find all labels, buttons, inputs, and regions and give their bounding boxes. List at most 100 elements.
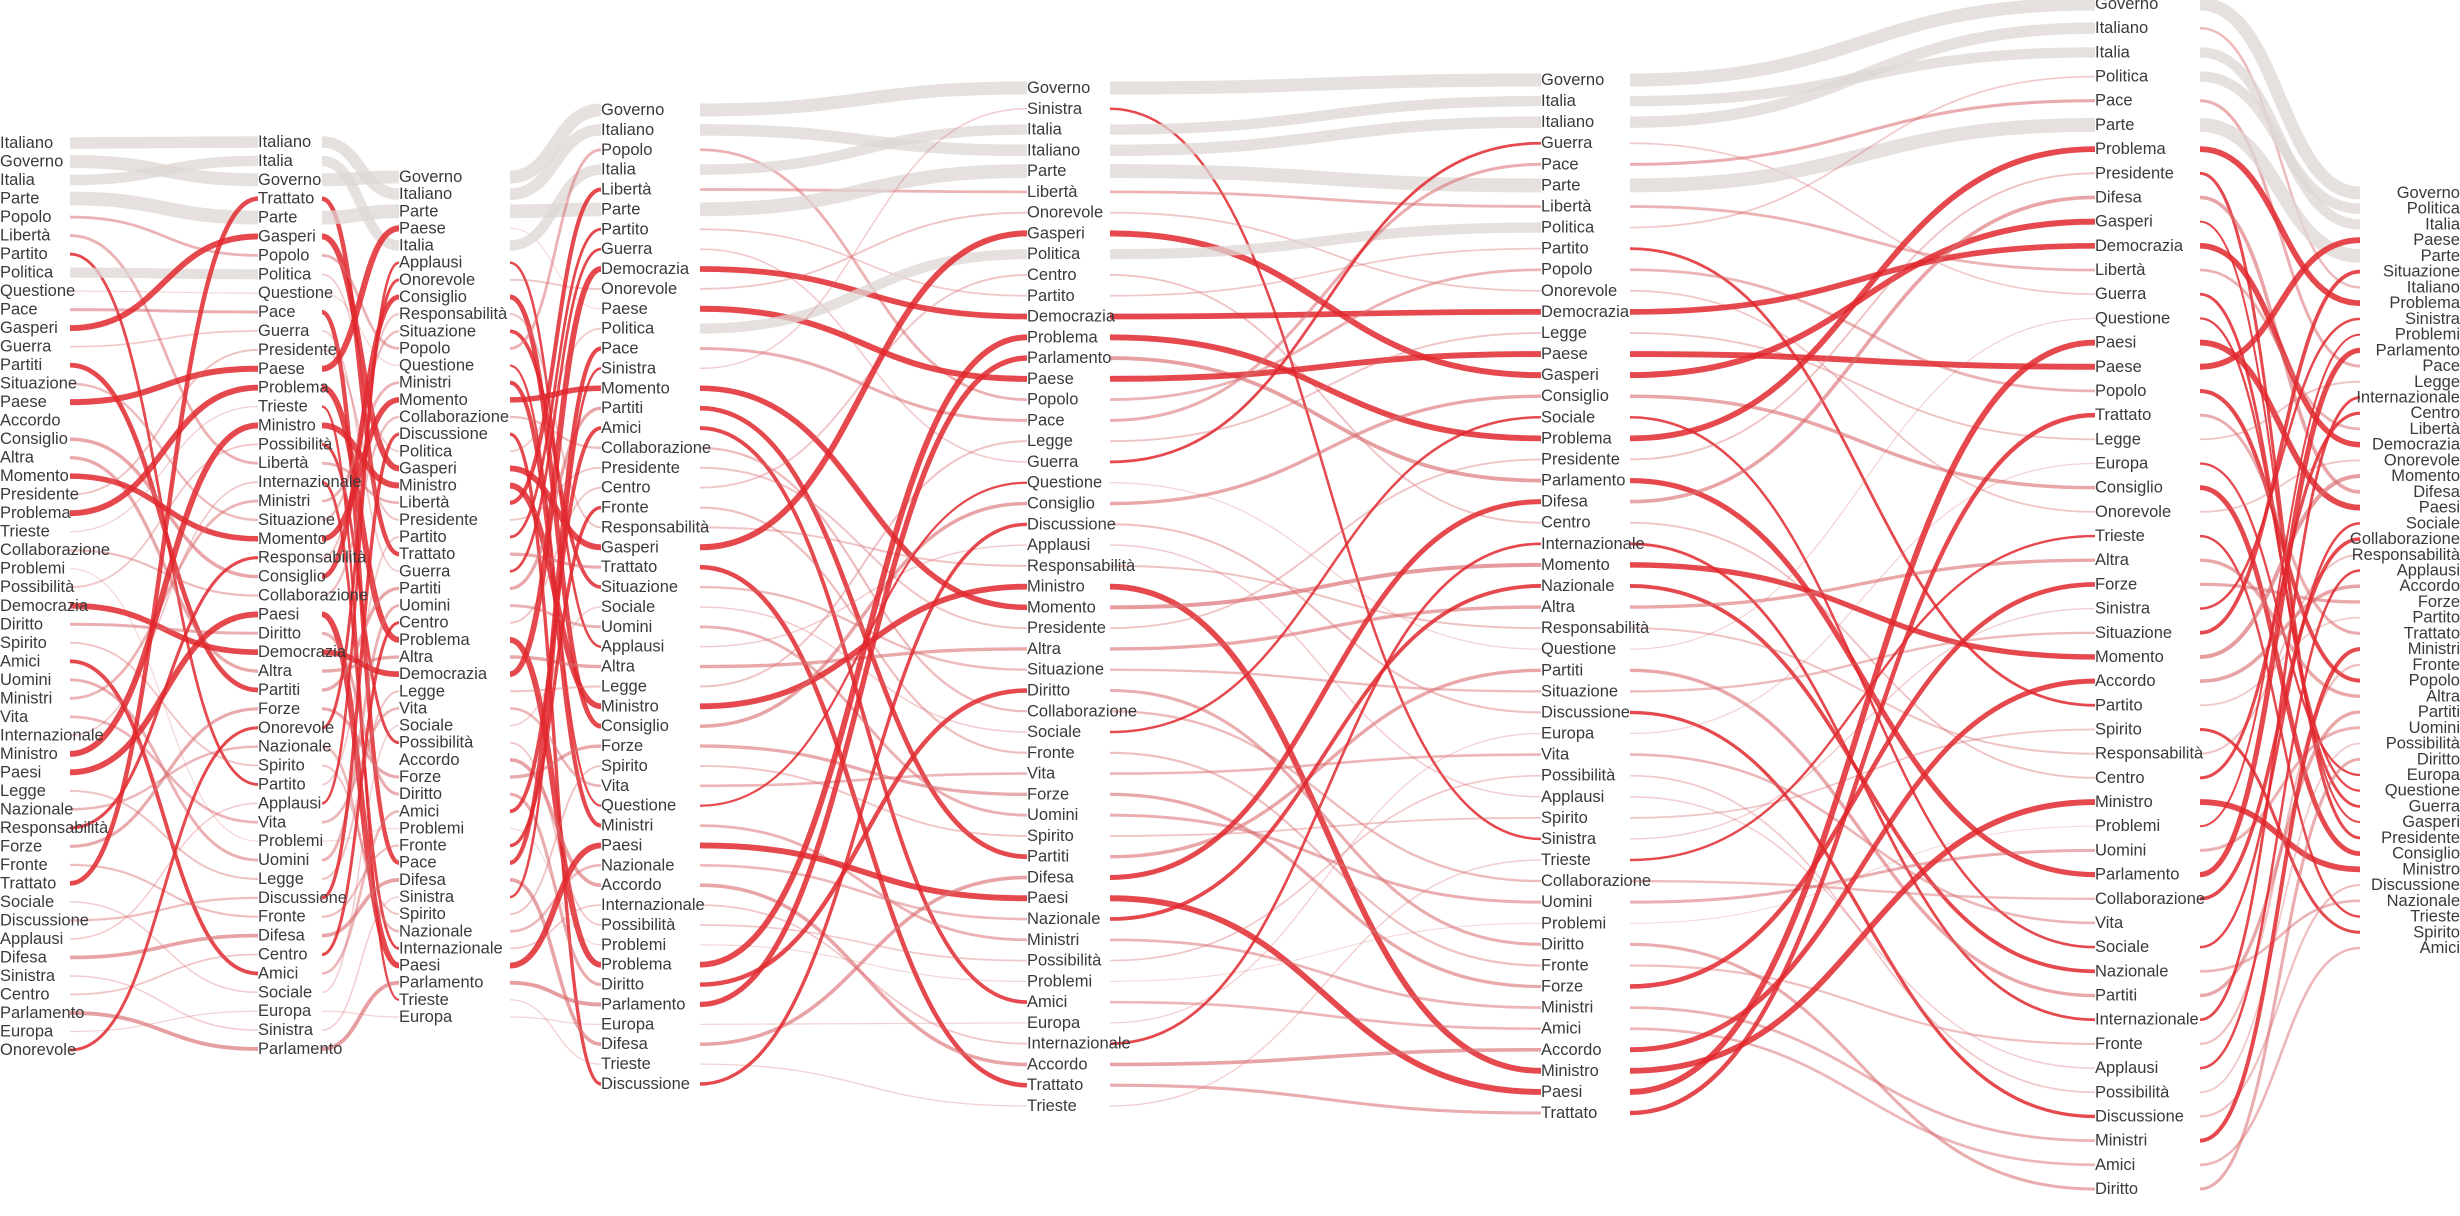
- flow-momento: [509, 385, 602, 403]
- term-label: Questione: [1027, 474, 1102, 492]
- term-label: Paesi: [2095, 334, 2136, 352]
- term-label: Questione: [258, 284, 333, 302]
- term-label: Situazione: [1027, 661, 1104, 679]
- flow-trattato: [2199, 413, 2361, 635]
- term-label: Italiano: [2407, 278, 2460, 296]
- term-label: Discussione: [1541, 703, 1630, 721]
- term-label: Problema: [0, 504, 71, 522]
- flow-politica: [321, 273, 400, 453]
- term-label: Forze: [2418, 593, 2460, 611]
- term-label: Trieste: [1541, 851, 1591, 869]
- term-label: Fronte: [1541, 956, 1589, 974]
- term-label: Democrazia: [399, 665, 488, 683]
- term-label: Onorevole: [1541, 282, 1617, 300]
- term-label: Vita: [0, 708, 29, 726]
- term-label: Centro: [2410, 404, 2460, 422]
- term-label: Centro: [258, 946, 308, 964]
- term-label: Partito: [1027, 287, 1075, 305]
- flow-trieste: [509, 999, 602, 1065]
- flow-internazionale: [699, 904, 1028, 1045]
- term-label: Spirito: [1541, 809, 1588, 827]
- term-label: Partito: [258, 775, 306, 793]
- flow-spirito: [2199, 728, 2361, 934]
- term-label: Partiti: [2418, 703, 2460, 721]
- flow-layer: [69, 0, 2361, 1191]
- flow-possibilità: [509, 741, 602, 926]
- flow-amici: [699, 426, 1028, 1005]
- term-label: Momento: [601, 379, 670, 397]
- flow-parlamento: [321, 980, 400, 1051]
- term-label: Accordo: [2399, 577, 2460, 595]
- flow-trattato: [509, 552, 602, 569]
- term-label: Diritto: [399, 785, 442, 803]
- term-label: Popolo: [1027, 391, 1078, 409]
- term-label: Italiano: [258, 133, 311, 151]
- flow-onorevole: [1629, 289, 2096, 513]
- term-label: Internazionale: [0, 726, 104, 744]
- flow-legge: [699, 440, 1028, 688]
- term-label: Libertà: [2095, 261, 2146, 279]
- flow-democrazia: [2199, 243, 2361, 448]
- flow-legge: [2199, 380, 2361, 441]
- flow-altra: [1629, 558, 2096, 609]
- flow-centro: [1109, 274, 1542, 524]
- term-label: Problema: [601, 956, 672, 974]
- flow-internazionale: [2199, 396, 2361, 1022]
- term-label: Italia: [0, 171, 36, 189]
- term-label: Onorevole: [399, 271, 475, 289]
- flow-pace: [509, 346, 602, 865]
- flow-discussione: [321, 432, 400, 900]
- flow-vita: [509, 707, 602, 788]
- flow-democrazia: [1109, 309, 1542, 320]
- term-label: Vita: [601, 777, 630, 795]
- term-label: Politica: [2095, 68, 2149, 86]
- term-label: Ministro: [0, 745, 58, 763]
- term-label: Sinistra: [258, 1021, 314, 1039]
- term-label: Politica: [601, 320, 655, 338]
- term-label: Discussione: [2371, 876, 2460, 894]
- term-label: Vita: [1027, 765, 1056, 783]
- term-label: Ministro: [1541, 1062, 1599, 1080]
- flow-questione: [1109, 482, 1542, 650]
- flow-trattato: [1629, 412, 2096, 1116]
- flow-amici: [1629, 1027, 2096, 1167]
- term-label: Spirito: [2413, 923, 2460, 941]
- term-label: Europa: [0, 1022, 54, 1040]
- term-label: Italiano: [0, 134, 53, 152]
- flow-difesa: [1629, 195, 2096, 504]
- term-label: Centro: [1027, 266, 1077, 284]
- flow-gasperi: [1629, 218, 2096, 379]
- term-label: Collaborazione: [2350, 530, 2460, 548]
- term-label: Parte: [601, 200, 640, 218]
- flow-centro: [321, 621, 400, 957]
- term-label: Diritto: [258, 624, 301, 642]
- flow-italiano: [509, 124, 602, 200]
- flow-governo: [1629, 0, 2096, 87]
- term-label: Difesa: [601, 1035, 649, 1053]
- flow-italiano: [1629, 22, 2096, 128]
- flow-paese: [2199, 237, 2361, 370]
- term-label: Uomini: [601, 618, 652, 636]
- term-label: Fronte: [2095, 1035, 2143, 1053]
- term-label: Paese: [1541, 345, 1588, 363]
- term-label: Internazionale: [2095, 1011, 2199, 1029]
- term-label: Nazionale: [258, 738, 331, 756]
- term-label: Italiano: [601, 121, 654, 139]
- term-label: Presidente: [2381, 829, 2460, 847]
- term-label: Problemi: [1027, 972, 1092, 990]
- flow-momento: [69, 473, 259, 542]
- term-label: Gasperi: [2095, 213, 2153, 231]
- flow-libertà: [509, 187, 602, 505]
- flow-spirito: [1109, 816, 1542, 837]
- flow-paesi: [1109, 895, 1542, 1095]
- term-label: Consiglio: [1027, 495, 1095, 513]
- term-label: Consiglio: [601, 717, 669, 735]
- term-label: Accordo: [399, 751, 460, 769]
- term-label: Fronte: [601, 499, 649, 517]
- flow-accordo: [1629, 678, 2096, 1053]
- term-label: Pace: [601, 340, 639, 358]
- term-label: Guerra: [2409, 797, 2460, 815]
- flow-italiano: [321, 136, 400, 200]
- term-label: Parte: [2095, 116, 2134, 134]
